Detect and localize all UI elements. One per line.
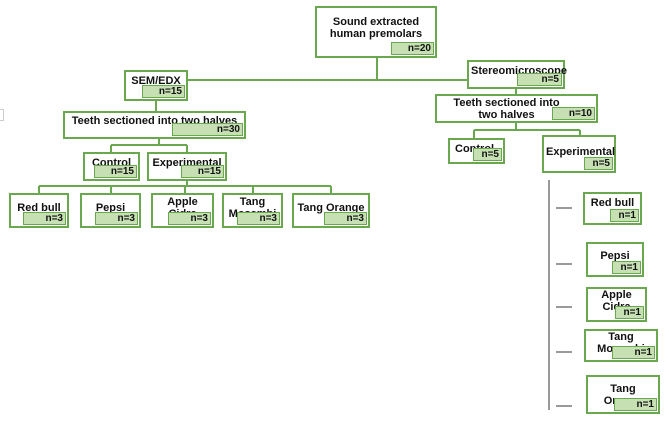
- node-count: n=1: [615, 306, 644, 319]
- node-right-drink-tang-orange: Tang Orange n=1: [586, 375, 660, 414]
- node-title: Red bull: [17, 202, 61, 214]
- node-title: Experimental: [546, 146, 616, 158]
- edge-artifact: [0, 109, 4, 121]
- node-count: n=3: [324, 212, 367, 225]
- node-root: Sound extracted human premolars n=20: [315, 6, 437, 58]
- node-count: n=30: [172, 123, 243, 136]
- node-count: n=5: [517, 73, 562, 86]
- node-count: n=15: [94, 165, 137, 178]
- node-right-drink-tang-mosambi: Tang Mosambi n=1: [584, 329, 658, 362]
- node-right-sectioned: Teeth sectioned into two halves n=10: [435, 94, 598, 123]
- node-right-drink-red-bull: Red bull n=1: [583, 192, 642, 225]
- node-stereomicroscope: Stereomicroscope n=5: [467, 60, 567, 89]
- node-count: n=3: [23, 212, 66, 225]
- node-title: Teeth sectioned into two halves: [453, 97, 560, 121]
- node-left-control: Control n=15: [83, 152, 140, 181]
- node-left-experimental: Experimental n=15: [147, 152, 227, 181]
- node-count: n=1: [610, 209, 639, 222]
- node-title: Tang Orange: [297, 202, 365, 214]
- node-sem-edx: SEM/EDX n=15: [124, 70, 188, 101]
- node-title: Sound extracted human premolars: [329, 16, 423, 40]
- node-title: Red bull: [590, 197, 635, 209]
- node-left-drink-tang-mosambi: Tang Mosambi n=3: [222, 193, 283, 228]
- node-count: n=15: [142, 85, 185, 98]
- node-count: n=1: [612, 261, 641, 274]
- node-count: n=5: [473, 148, 502, 161]
- node-title: Pepsi: [95, 202, 126, 214]
- node-right-experimental: Experimental n=5: [542, 135, 616, 173]
- node-count: n=10: [552, 107, 595, 120]
- node-left-sectioned: Teeth sectioned into two halves n=30: [63, 111, 246, 139]
- node-count: n=1: [614, 398, 657, 411]
- node-right-drink-apple-cidra: Apple Cidra n=1: [586, 287, 647, 322]
- node-right-control: Control n=5: [448, 138, 505, 164]
- node-left-drink-pepsi: Pepsi n=3: [80, 193, 141, 228]
- node-title: Pepsi: [600, 250, 630, 262]
- node-count: n=3: [168, 212, 211, 225]
- node-count: n=3: [237, 212, 280, 225]
- node-left-drink-red-bull: Red bull n=3: [9, 193, 69, 228]
- node-count: n=5: [584, 157, 613, 170]
- node-count: n=15: [181, 165, 224, 178]
- node-right-drink-pepsi: Pepsi n=1: [586, 242, 644, 277]
- node-count: n=20: [391, 42, 434, 55]
- node-left-drink-tang-orange: Tang Orange n=3: [292, 193, 370, 228]
- node-count: n=3: [95, 212, 138, 225]
- node-title: SEM/EDX: [131, 75, 181, 87]
- node-left-drink-apple-cidra: Apple Cidra n=3: [151, 193, 214, 228]
- node-count: n=1: [612, 346, 655, 359]
